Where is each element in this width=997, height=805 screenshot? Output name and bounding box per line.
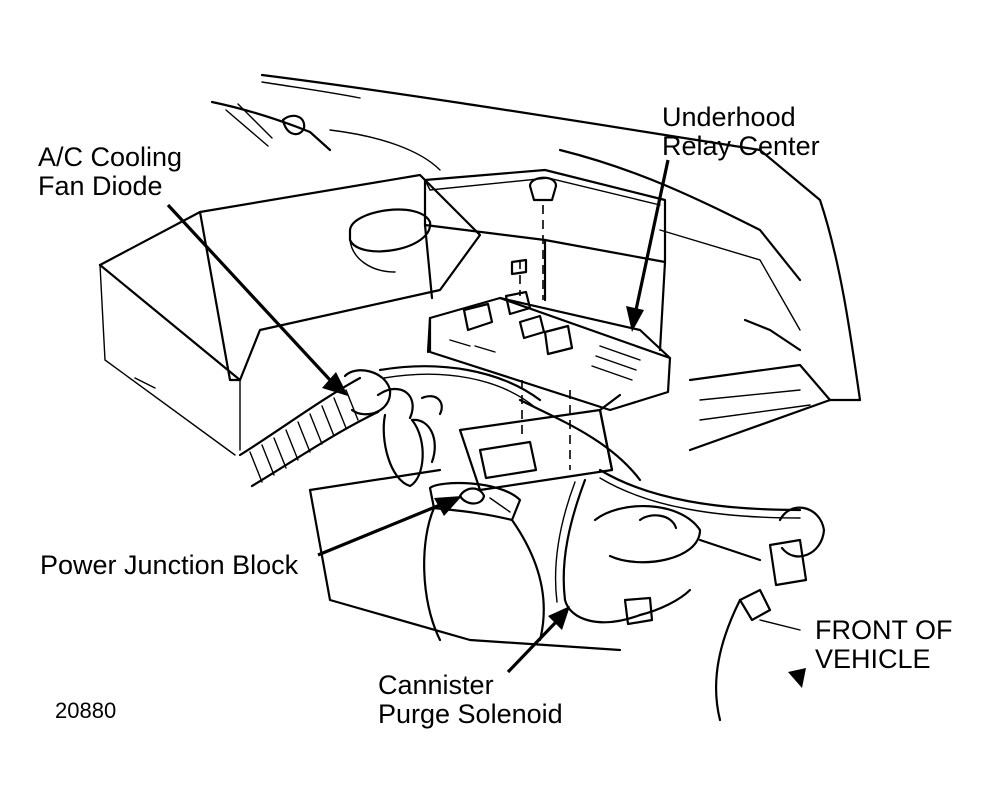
label-power-junction-block: Power Junction Block xyxy=(40,550,299,580)
label-ac-cooling-fan-diode-line1: A/C Cooling xyxy=(38,142,182,172)
label-front-of-vehicle-line1: FRONT OF xyxy=(815,615,953,645)
relay-center-cover xyxy=(423,168,667,352)
engine-bay-illustration xyxy=(98,73,862,722)
label-cannister-purge-solenoid-line2: Purge Solenoid xyxy=(378,699,563,729)
mounting-bracket xyxy=(458,380,622,492)
leader-power-junction-block xyxy=(317,503,441,557)
label-ac-cooling-fan-diode-line2: Fan Diode xyxy=(38,171,163,201)
label-front-of-vehicle-line2: VEHICLE xyxy=(815,644,931,674)
relay-center-base xyxy=(426,258,672,412)
front-direction-arrow-icon xyxy=(788,668,806,688)
air-cleaner-housing xyxy=(98,173,482,456)
label-underhood-relay-center-line2: Relay Center xyxy=(662,131,820,161)
label-underhood-relay-center-line1: Underhood xyxy=(662,102,796,132)
label-cannister-purge-solenoid-line1: Cannister xyxy=(378,670,494,700)
leader-cannister-purge-solenoid xyxy=(506,620,558,674)
arrowhead-power-junction-block xyxy=(434,496,462,516)
callout-labels: A/C Cooling Fan Diode Underhood Relay Ce… xyxy=(38,102,953,729)
lower-structure xyxy=(308,363,862,722)
leader-ac-cooling-fan-diode xyxy=(166,203,332,382)
leader-underhood-relay-center xyxy=(634,159,670,311)
power-junction-block-drawing xyxy=(423,481,545,642)
figure-number: 20880 xyxy=(55,698,116,723)
corrugated-hose xyxy=(238,369,443,488)
arrowhead-underhood-relay-center xyxy=(626,306,644,332)
arrowhead-ac-cooling-fan-diode xyxy=(322,372,348,396)
wiring-harness xyxy=(378,365,802,626)
arrowhead-cannister-purge-solenoid xyxy=(548,606,570,630)
fender-outline xyxy=(210,73,862,402)
leader-lines xyxy=(166,159,670,674)
